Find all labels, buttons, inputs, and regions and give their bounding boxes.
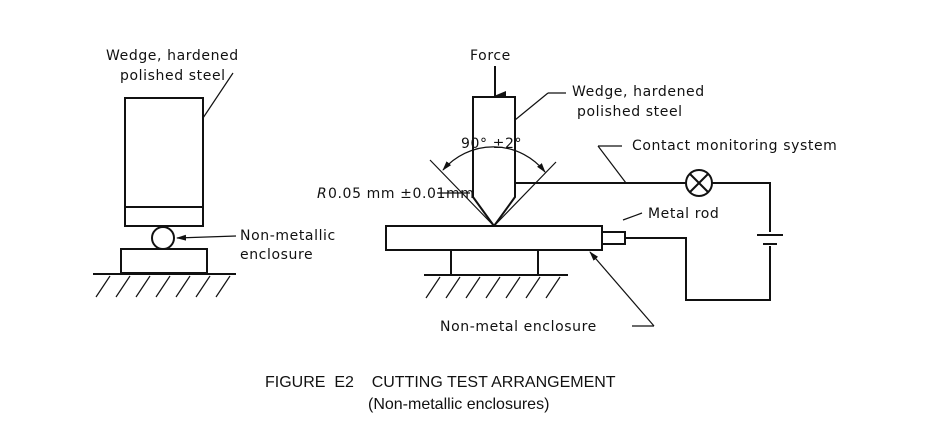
right-enclosure-label: Non-metal enclosure [440, 319, 597, 335]
angle-arc [442, 146, 546, 173]
left-wedge-leader [202, 72, 234, 119]
left-rod-circle [151, 226, 175, 250]
right-ground-hatch [425, 276, 561, 299]
radius-label-r: R [317, 186, 327, 202]
right-enclosure-leader [589, 251, 655, 327]
right-wedge-label-line2: polished steel [577, 104, 683, 120]
left-enclosure-label-line1: Non-metallic [240, 228, 336, 244]
left-enclosure-label-line2: enclosure [240, 247, 313, 263]
left-wedge-block [124, 97, 204, 227]
metal-rod [385, 225, 603, 251]
left-enclosure-leader [176, 234, 237, 241]
circuit-top-wire-right [712, 182, 771, 232]
force-label: Force [470, 48, 511, 64]
rod-leader [622, 212, 643, 221]
figure-subtitle: (Non-metallic enclosures) [368, 396, 549, 413]
left-wedge-label-line2: polished steel [120, 68, 226, 84]
left-ground-hatch [95, 275, 231, 298]
right-wedge-leader [514, 92, 549, 121]
left-enclosure-base [120, 248, 208, 274]
contact-monitoring-circuit [515, 169, 783, 301]
angle-extension-right [493, 161, 557, 227]
left-view: Wedge, hardened polished steel Non-metal… [93, 48, 336, 298]
right-enclosure-base [450, 249, 539, 276]
rod-label: Metal rod [648, 206, 719, 222]
circuit-bottom-wire [625, 237, 771, 301]
contact-leader [597, 145, 627, 184]
right-view: Force Wedge, hardened polished steel 90°… [317, 48, 837, 335]
right-wedge [472, 96, 516, 228]
figure-title: FIGURE E2 CUTTING TEST ARRANGEMENT [265, 374, 616, 391]
radius-label-value: 0.05 mm ±0.01mm [328, 186, 475, 202]
metal-rod-tip [601, 231, 626, 245]
left-wedge-label-line1: Wedge, hardened [106, 48, 239, 64]
contact-label: Contact monitoring system [632, 138, 837, 154]
right-wedge-label-line1: Wedge, hardened [572, 84, 705, 100]
angle-label: 90° ±2° [461, 136, 522, 152]
